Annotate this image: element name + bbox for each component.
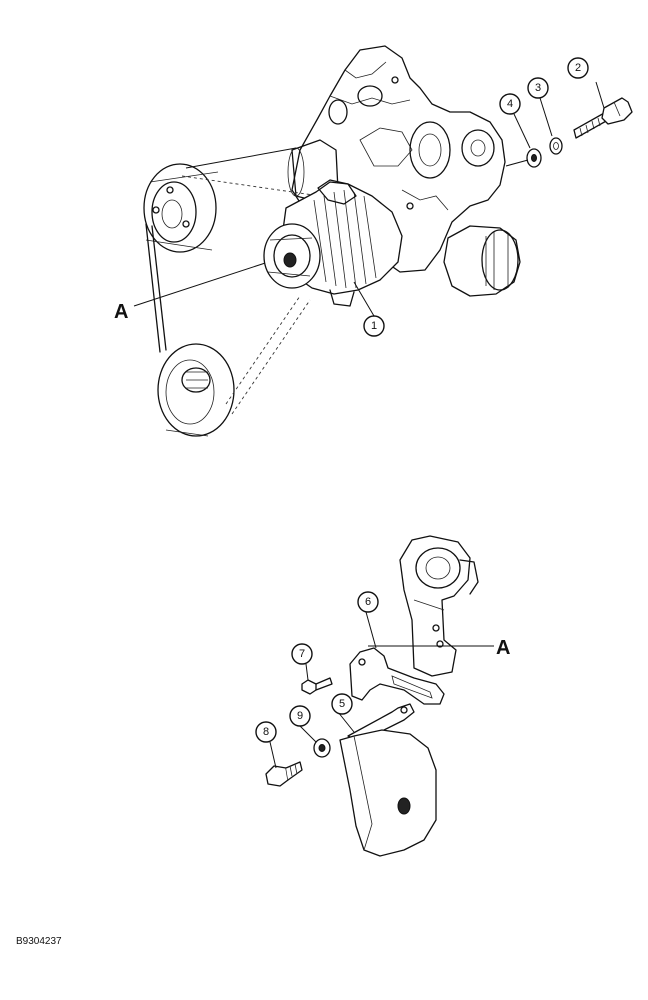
callout-7: 7: [291, 643, 313, 665]
svg-text:3: 3: [535, 82, 541, 94]
crankshaft-pulley: [157, 343, 235, 437]
cap-screw-small: [301, 677, 333, 695]
svg-text:6: 6: [365, 596, 371, 608]
flat-washer: [526, 148, 542, 168]
alternator-bolt: [573, 97, 633, 139]
alternator: [263, 179, 403, 307]
fan-pulley: [143, 163, 219, 253]
drive-belt: [145, 175, 321, 415]
svg-text:7: 7: [299, 648, 305, 660]
lower-view: [265, 535, 494, 857]
callout-4: 4: [499, 93, 521, 115]
flat-washer-lower: [313, 738, 331, 758]
oil-filter: [443, 225, 521, 297]
svg-text:5: 5: [339, 698, 345, 710]
callout-1: 1: [363, 315, 385, 337]
callout-9: 9: [289, 705, 311, 727]
svg-text:9: 9: [297, 710, 303, 722]
svg-text:4: 4: [507, 98, 513, 110]
belt-guard: [339, 729, 437, 857]
reference-letter-a-upper: A: [114, 301, 128, 323]
svg-text:8: 8: [263, 726, 269, 738]
callout-2: 2: [567, 57, 589, 79]
lock-washer: [549, 137, 563, 155]
thermostat-housing: [399, 535, 479, 677]
upper-view: [133, 45, 633, 437]
svg-text:2: 2: [575, 62, 581, 74]
callout-3: 3: [527, 77, 549, 99]
callout-6: 6: [357, 591, 379, 613]
cap-screw-large: [265, 761, 303, 787]
svg-text:1: 1: [371, 320, 377, 332]
figure-id: B9304237: [16, 936, 62, 947]
reference-letter-a-lower: A: [496, 637, 510, 659]
callout-5: 5: [331, 693, 353, 715]
callout-8: 8: [255, 721, 277, 743]
adjusting-bracket: [349, 647, 445, 705]
